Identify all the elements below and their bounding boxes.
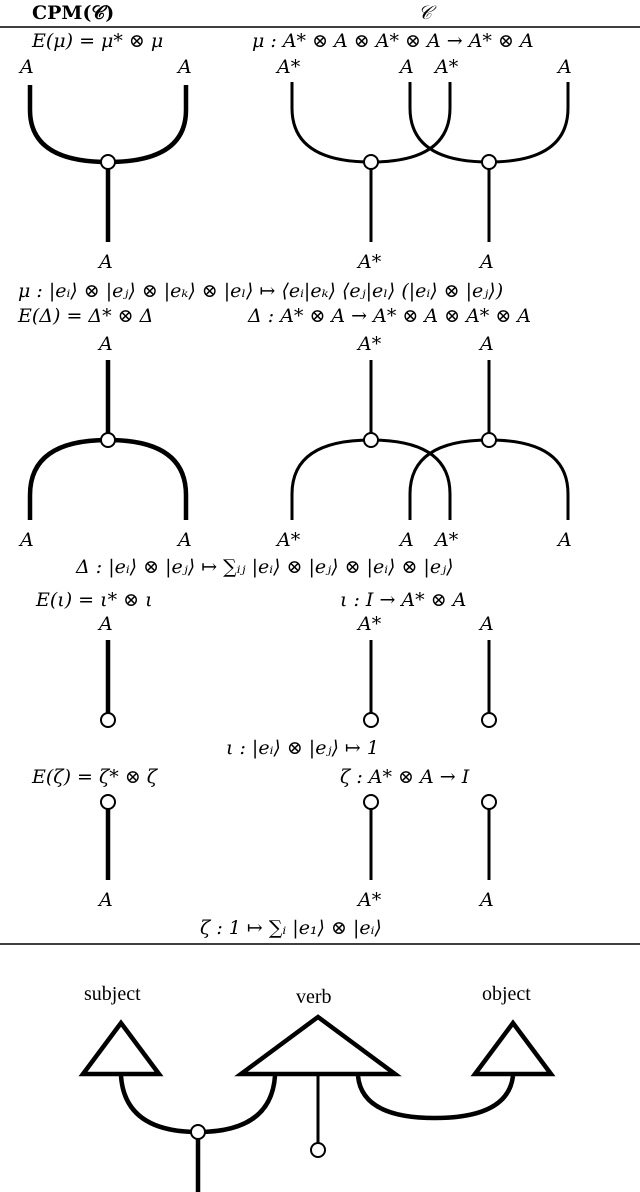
mu-left-bottom: A	[97, 251, 113, 273]
mu-left-top-b: A	[176, 56, 192, 78]
mu-formula: μ : |eᵢ⟩ ⊗ |eⱼ⟩ ⊗ |eₖ⟩ ⊗ |eₗ⟩ ↦ ⟨eᵢ|eₖ⟩ …	[18, 280, 503, 302]
delta-formula: Δ : |eᵢ⟩ ⊗ |eⱼ⟩ ↦ ∑ᵢⱼ |eᵢ⟩ ⊗ |eⱼ⟩ ⊗ |eᵢ⟩…	[75, 556, 454, 578]
delta-right-equation: Δ : A* ⊗ A → A* ⊗ A ⊗ A* ⊗ A	[247, 305, 531, 327]
zeta-right-bottom-b: A	[478, 889, 494, 911]
zeta-right-bottom-a: A*	[356, 889, 382, 911]
mu-left-top-a: A	[18, 56, 34, 78]
zeta-formula: ζ : 1 ↦ ∑ᵢ |e₁⟩ ⊗ |eᵢ⟩	[200, 917, 382, 939]
subject-verb-cup	[118, 1075, 278, 1135]
subject-label: subject	[84, 983, 141, 1005]
zeta-left-bottom: A	[97, 889, 113, 911]
delta-right-top-a: A*	[356, 333, 382, 355]
object-label: object	[482, 983, 531, 1005]
zeta-left-equation: E(ζ) = ζ* ⊗ ζ	[31, 766, 159, 788]
verb-delete-node	[310, 1142, 326, 1158]
delta-cpm-cap	[27, 437, 189, 520]
iota-c-node-right	[481, 712, 497, 728]
header-cpm: CPM(𝒞)	[32, 2, 114, 24]
delta-cpm-node	[100, 432, 116, 448]
mu-right-top-c: A*	[433, 56, 459, 78]
subject-triangle	[78, 1019, 164, 1077]
mu-cpm-cup	[27, 85, 189, 165]
mu-cpm-node	[100, 154, 116, 170]
verb-label: verb	[296, 986, 332, 1008]
zeta-cpm-node	[100, 794, 116, 810]
mu-left-equation: E(μ) = μ* ⊗ μ	[31, 30, 163, 52]
iota-left-equation: E(ι) = ι* ⊗ ι	[35, 589, 153, 611]
delta-right-bottom-d: A	[556, 529, 572, 551]
zeta-right-equation: ζ : A* ⊗ A → I	[340, 766, 470, 788]
object-triangle	[470, 1019, 556, 1077]
mu-c-node-right	[481, 154, 497, 170]
mu-right-bottom-a: A*	[356, 251, 382, 273]
delta-c-cap-left	[290, 438, 452, 520]
delta-left-equation: E(Δ) = Δ* ⊗ Δ	[17, 305, 153, 327]
mu-right-equation: μ : A* ⊗ A ⊗ A* ⊗ A → A* ⊗ A	[252, 30, 534, 52]
delta-left-bottom-a: A	[18, 529, 34, 551]
mu-right-top-b: A	[398, 56, 414, 78]
header-category: 𝒞	[418, 2, 437, 24]
mu-c-node-left	[363, 154, 379, 170]
delta-right-bottom-c: A*	[433, 529, 459, 551]
verb-object-cup	[355, 1075, 516, 1121]
delta-c-cap-right	[408, 438, 570, 520]
iota-formula: ι : |eᵢ⟩ ⊗ |eⱼ⟩ ↦ 1	[226, 737, 379, 759]
mu-right-bottom-b: A	[478, 251, 494, 273]
mu-right-top-a: A*	[275, 56, 301, 78]
iota-right-top-b: A	[478, 613, 494, 635]
delta-c-node-left	[363, 432, 379, 448]
zeta-c-node-right	[481, 794, 497, 810]
zeta-c-node-left	[363, 794, 379, 810]
sentence-merge-node	[190, 1124, 206, 1140]
delta-right-bottom-b: A	[398, 529, 414, 551]
iota-right-top-a: A*	[356, 613, 382, 635]
delta-left-top: A	[97, 333, 113, 355]
delta-right-top-b: A	[478, 333, 494, 355]
mu-right-top-d: A	[556, 56, 572, 78]
iota-c-node-left	[363, 712, 379, 728]
mu-c-cup-left	[290, 82, 452, 164]
verb-triangle	[234, 1014, 402, 1077]
mu-c-cup-right	[408, 82, 570, 164]
delta-c-node-right	[481, 432, 497, 448]
iota-left-top: A	[97, 613, 113, 635]
iota-cpm-node	[100, 712, 116, 728]
iota-right-equation: ι : I → A* ⊗ A	[340, 589, 466, 611]
delta-left-bottom-b: A	[176, 529, 192, 551]
delta-right-bottom-a: A*	[275, 529, 301, 551]
